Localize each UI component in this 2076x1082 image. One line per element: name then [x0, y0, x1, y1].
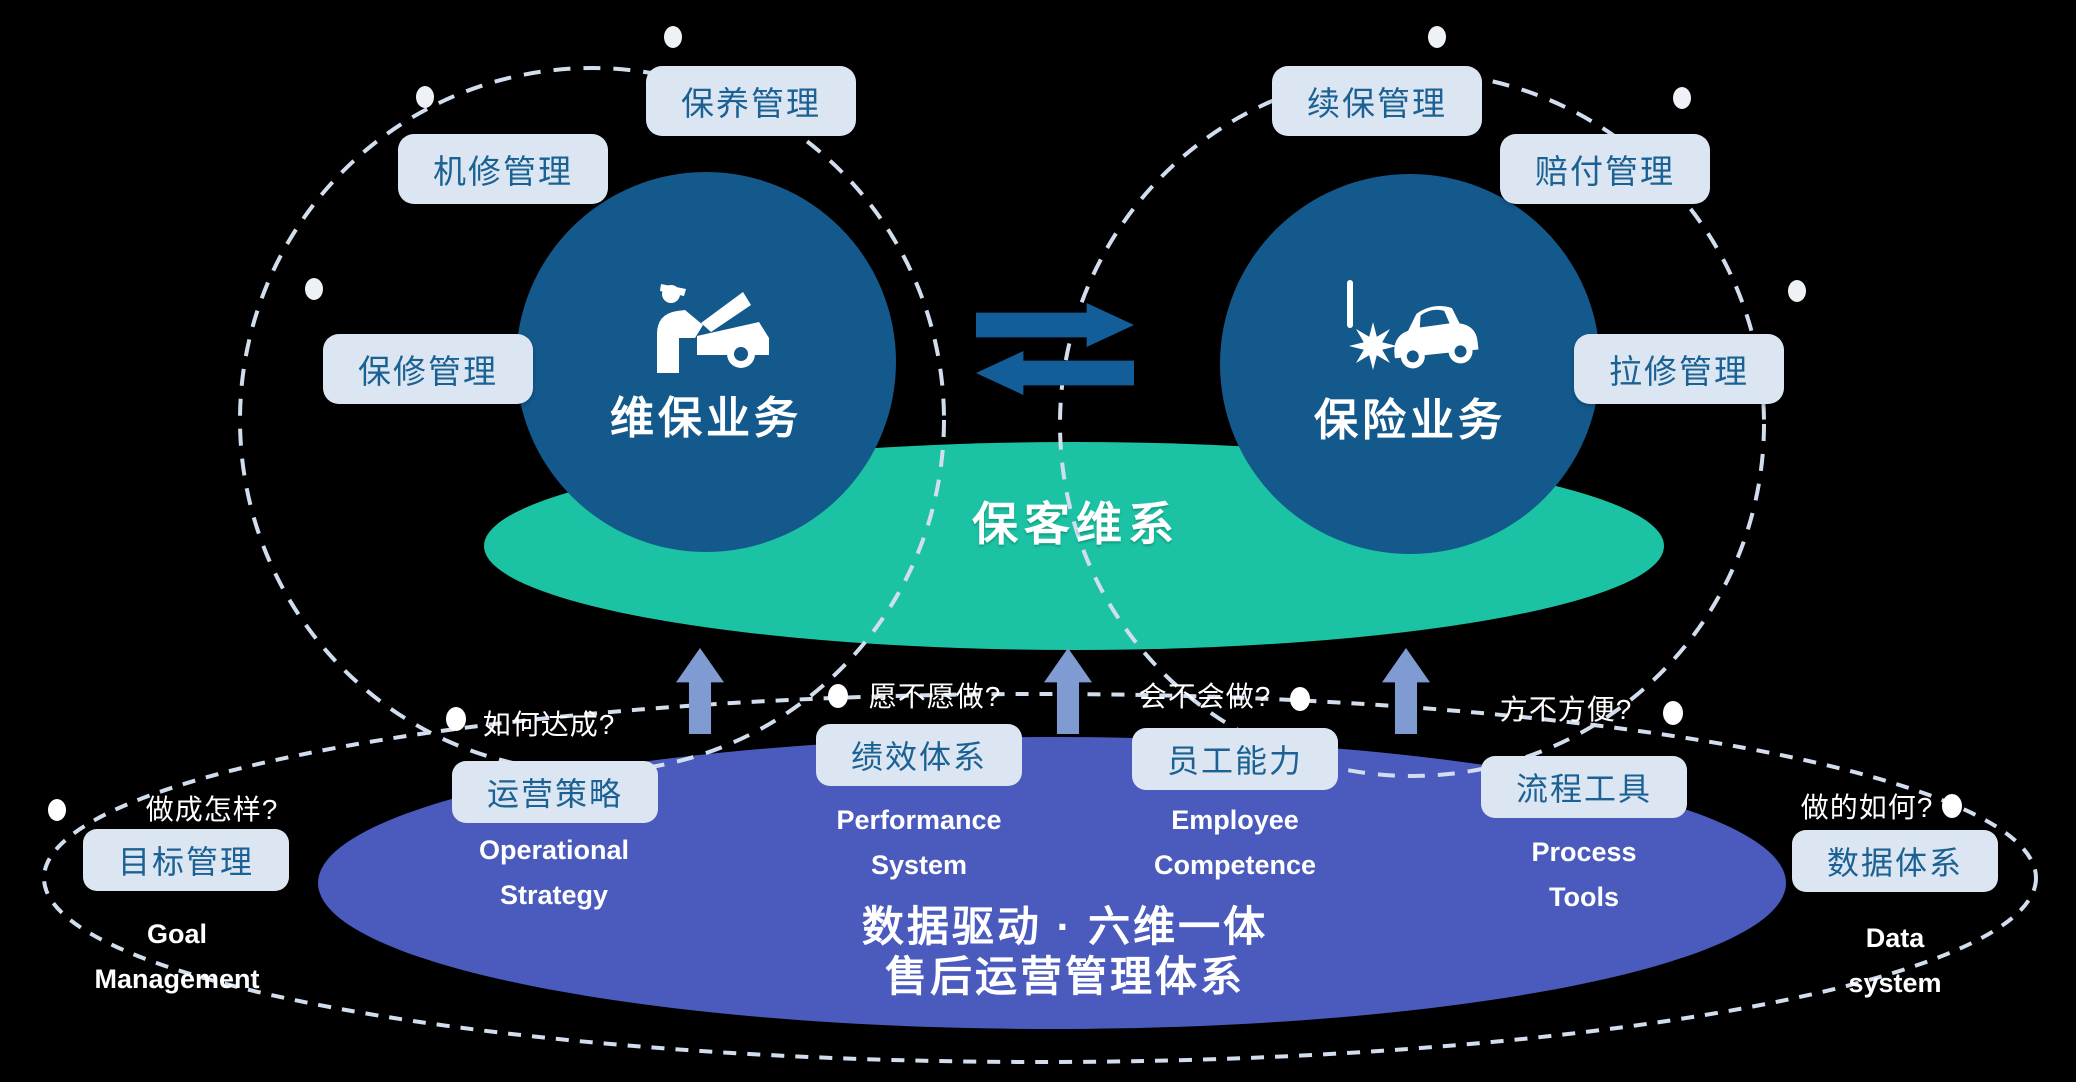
caption-data-system: Data system: [1848, 916, 1941, 1006]
insurance-business-circle: 保险业务: [1220, 174, 1600, 554]
mechanic-repair-car-icon: [657, 284, 769, 373]
up-arrow-icon: [1382, 648, 1430, 734]
tag-renewal: 续保管理: [1272, 66, 1482, 136]
caption-process-tools: Process Tools: [1531, 830, 1636, 920]
caption-line: System: [870, 850, 968, 880]
dimension-performance-system: 绩效体系: [816, 724, 1022, 786]
tag-towing-repair: 拉修管理: [1574, 334, 1784, 404]
tag-mechanical-repair: 机修管理: [398, 134, 608, 204]
caption-employee-competence: Employee Competence: [1154, 798, 1316, 888]
caption-line: Management: [94, 964, 260, 994]
tag-maintenance-care: 保养管理: [646, 66, 856, 136]
caption-line: Performance: [836, 805, 1002, 835]
orbit-dot: [1788, 280, 1806, 302]
orbit-dot: [416, 86, 434, 108]
question-strategy: 如何达成?: [482, 709, 616, 740]
insurance-business-title: 保险业务: [1314, 396, 1506, 445]
caption-performance-system: Performance System: [836, 798, 1001, 888]
caption-line: Data: [1865, 923, 1925, 953]
system-title: 数据驱动 · 六维一体 售后运营管理体系: [815, 902, 1315, 1002]
maintenance-business-circle: 维保业务: [516, 172, 896, 552]
exchange-arrow-right-icon: [976, 303, 1134, 347]
tag-warranty: 保修管理: [323, 334, 533, 404]
dimension-operational-strategy: 运营策略: [452, 761, 658, 823]
orbit-dot: [1290, 687, 1310, 711]
question-competence: 会不会做?: [1138, 681, 1272, 712]
orbit-dot: [664, 26, 682, 48]
caption-line: Process: [1531, 837, 1637, 867]
up-arrow-icon: [676, 648, 724, 734]
question-data: 做的如何?: [1800, 792, 1934, 823]
caption-goal-management: Goal Management: [94, 912, 259, 1002]
maintenance-business-title: 维保业务: [610, 394, 802, 443]
dimension-employee-competence: 员工能力: [1132, 728, 1338, 790]
dimension-process-tools: 流程工具: [1481, 756, 1687, 818]
question-performance: 愿不愿做?: [868, 681, 1002, 712]
orbit-dot: [48, 799, 66, 821]
orbit-dot: [1673, 87, 1691, 109]
caption-line: Employee: [1171, 805, 1299, 835]
caption-line: Goal: [146, 919, 208, 949]
system-title-line1: 数据驱动 · 六维一体: [861, 903, 1269, 950]
caption-line: system: [1848, 968, 1942, 998]
orbit-dot: [1663, 701, 1683, 725]
question-goal: 做成怎样?: [145, 794, 279, 825]
caption-line: Operational: [478, 835, 630, 865]
caption-line: Competence: [1153, 850, 1317, 880]
system-title-line2: 售后运营管理体系: [884, 953, 1245, 1000]
orbit-dot: [828, 684, 848, 708]
dimension-data-system: 数据体系: [1792, 830, 1998, 892]
orbit-dot: [446, 707, 466, 731]
caption-operational-strategy: Operational Strategy: [479, 828, 629, 918]
orbit-dot: [1428, 26, 1446, 48]
up-arrow-icon: [1044, 648, 1092, 734]
caption-line: Tools: [1548, 882, 1619, 912]
orbit-dot: [1942, 794, 1962, 818]
caption-line: Strategy: [499, 880, 609, 910]
question-process: 方不方便?: [1499, 694, 1633, 725]
orbit-dot: [305, 278, 323, 300]
retention-band-title: 保客维系: [972, 498, 1180, 550]
tag-compensation: 赔付管理: [1500, 134, 1710, 204]
dimension-goal-management: 目标管理: [83, 829, 289, 891]
exchange-arrow-left-icon: [976, 351, 1134, 395]
car-crash-icon: [1347, 280, 1479, 370]
